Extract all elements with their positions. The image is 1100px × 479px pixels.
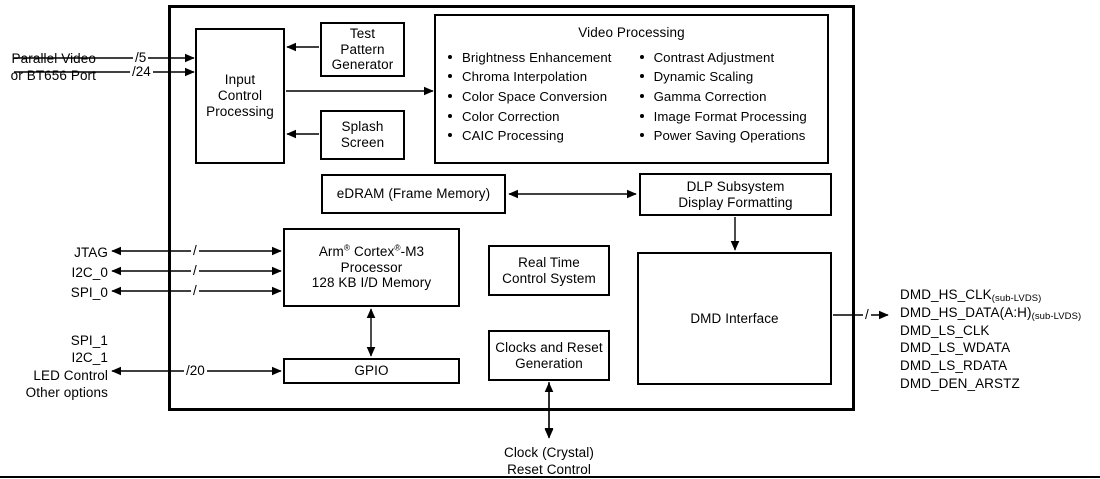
- registered-mark-icon: ®: [343, 242, 351, 253]
- dmd-signal-name: DMD_LS_CLK: [900, 322, 990, 338]
- block-input-control-processing[interactable]: Input Control Processing: [195, 28, 285, 164]
- clocks-reset-line-2: Generation: [515, 355, 583, 371]
- chip-boundary: [168, 5, 855, 411]
- clocks-reset-line-1: Clocks and Reset: [495, 339, 603, 355]
- dmd-signal-suffix: (sub-LVDS): [991, 293, 1042, 304]
- block-splash-screen[interactable]: Splash Screen: [320, 110, 405, 160]
- dmd-signal-row: DMD_HS_DATA(A:H)(sub-LVDS): [900, 304, 1081, 322]
- parallel-video-line-1: Parallel Video: [11, 51, 96, 66]
- video-processing-feature: Chroma Interpolation: [446, 67, 612, 87]
- dmd-signal-suffix: (sub-LVDS): [1031, 310, 1082, 322]
- clock-reset-line-1: Clock (Crystal): [503, 445, 594, 460]
- label-i2c-0: I2C_0: [71, 265, 108, 280]
- bus-width-spi-0: /: [191, 283, 199, 298]
- label-clock-reset-control: Clock (Crystal) Reset Control: [449, 444, 649, 479]
- gpio-group-line-1: SPI_1: [70, 333, 108, 348]
- label-jtag: JTAG: [74, 245, 108, 260]
- bus-width-jtag: /: [191, 243, 199, 258]
- real-time-control-line-1: Real Time: [518, 254, 580, 270]
- dmd-signal-row: DMD_DEN_ARSTZ: [900, 375, 1081, 393]
- video-processing-feature: Power Saving Operations: [638, 126, 807, 146]
- edram-label: eDRAM (Frame Memory): [336, 186, 491, 202]
- parallel-video-line-2: or BT656 Port: [10, 68, 96, 84]
- label-gpio-port-group: SPI_1 I2C_1 LED Control Other options: [0, 332, 108, 401]
- arm-text-post: -M3: [400, 243, 425, 259]
- video-processing-feature: Color Correction: [446, 107, 612, 127]
- video-processing-feature: Contrast Adjustment: [638, 48, 807, 68]
- bus-width-video-5: /5: [133, 50, 149, 65]
- arm-processor-line-3: 128 KB I/D Memory: [311, 275, 432, 291]
- registered-mark-icon-2: ®: [394, 242, 401, 253]
- block-clocks-and-reset-generation[interactable]: Clocks and Reset Generation: [488, 330, 610, 381]
- dmd-signal-row: DMD_LS_RDATA: [900, 357, 1081, 375]
- dmd-signal-name: DMD_HS_CLK: [900, 287, 992, 302]
- real-time-control-line-2: Control System: [502, 270, 596, 286]
- block-dlp-subsystem[interactable]: DLP Subsystem Display Formatting: [639, 173, 832, 216]
- video-processing-title: Video Processing: [578, 25, 685, 40]
- dmd-signal-name: DMD_DEN_ARSTZ: [900, 376, 1020, 392]
- dlp-subsystem-line-1: DLP Subsystem: [686, 178, 785, 194]
- clock-reset-line-2: Reset Control: [507, 462, 591, 478]
- dmd-signal-row: DMD_HS_CLK(sub-LVDS): [900, 286, 1081, 304]
- dmd-signal-row: DMD_LS_WDATA: [900, 339, 1081, 357]
- gpio-group-line-4: Other options: [25, 384, 108, 400]
- footer-divider: [0, 476, 1100, 478]
- input-control-line-1: Input: [224, 72, 256, 88]
- block-dmd-interface[interactable]: DMD Interface: [637, 252, 832, 385]
- bus-width-video-24: /24: [130, 64, 153, 79]
- bus-width-gpio-20: /20: [184, 363, 207, 378]
- video-processing-feature: Color Space Conversion: [446, 87, 612, 107]
- arm-processor-line-1: Arm® Cortex®-M3: [318, 242, 425, 260]
- dmd-signal-row: DMD_LS_CLK: [900, 322, 1081, 340]
- dmd-signal-name: DMD_LS_WDATA: [900, 340, 1011, 356]
- arm-text-mid: Cortex: [350, 243, 395, 259]
- label-dmd-signal-list: DMD_HS_CLK(sub-LVDS)DMD_HS_DATA(A:H)(sub…: [900, 286, 1081, 393]
- dmd-signal-name: DMD_LS_RDATA: [900, 358, 1008, 374]
- block-arm-cortex-m3-processor[interactable]: Arm® Cortex®-M3 Processor 128 KB I/D Mem…: [283, 228, 460, 307]
- gpio-label: GPIO: [354, 363, 389, 379]
- arm-text-pre: Arm: [318, 243, 344, 259]
- video-processing-feature: Dynamic Scaling: [638, 67, 807, 87]
- gpio-group-line-3: LED Control: [33, 367, 108, 383]
- test-pattern-line-1: Test: [349, 25, 376, 41]
- test-pattern-line-2: Pattern: [340, 41, 385, 57]
- gpio-group-line-2: I2C_1: [71, 350, 108, 366]
- dmd-interface-label: DMD Interface: [690, 310, 779, 326]
- input-control-line-3: Processing: [206, 103, 274, 119]
- block-gpio[interactable]: GPIO: [283, 358, 460, 384]
- splash-screen-line-2: Screen: [340, 135, 385, 150]
- splash-screen-line-1: Splash: [341, 119, 384, 135]
- label-spi-0: SPI_0: [70, 285, 108, 300]
- block-real-time-control-system[interactable]: Real Time Control System: [488, 245, 610, 296]
- block-test-pattern-generator[interactable]: Test Pattern Generator: [320, 22, 405, 77]
- dlp-subsystem-line-2: Display Formatting: [678, 194, 793, 210]
- input-control-line-2: Control: [217, 88, 263, 104]
- dmd-signal-name: DMD_HS_DATA(A:H): [900, 304, 1032, 320]
- arm-processor-line-2: Processor: [340, 259, 403, 275]
- bus-width-i2c-0: /: [191, 263, 199, 278]
- video-processing-feature: Image Format Processing: [638, 107, 807, 127]
- block-edram-frame-memory[interactable]: eDRAM (Frame Memory): [321, 174, 506, 214]
- video-processing-feature: Brightness Enhancement: [446, 48, 612, 68]
- video-processing-feature: Gamma Correction: [638, 87, 807, 107]
- bus-width-dmd: /: [863, 307, 871, 322]
- label-parallel-video-port: Parallel Video or BT656 Port: [0, 50, 96, 85]
- test-pattern-line-3: Generator: [331, 57, 394, 73]
- video-processing-feature: CAIC Processing: [446, 126, 612, 146]
